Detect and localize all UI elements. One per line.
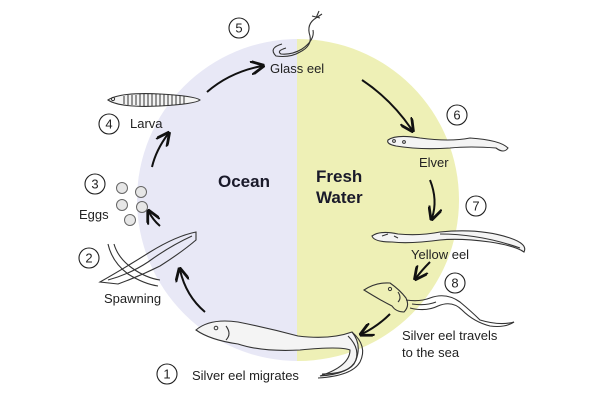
stage-1-badge [156, 363, 178, 385]
stage-3-badge [84, 173, 106, 195]
stage-7-number: 7 [472, 199, 479, 214]
stage-6-number: 6 [453, 108, 460, 123]
glass-eel-illustration [272, 10, 323, 58]
stage-8-badge [444, 272, 466, 294]
elver-illustration [387, 135, 509, 152]
arrow-silver-to-sea [362, 313, 391, 334]
stage-2-badge [78, 247, 100, 269]
stage-5-label: Glass eel [270, 61, 324, 76]
stage-1-number: 1 [163, 367, 170, 382]
stage-3-label: Eggs [79, 207, 109, 222]
stage-4-label: Larva [130, 116, 163, 131]
stage-7-label: Yellow eel [411, 247, 469, 262]
stage-8-number: 8 [451, 276, 458, 291]
stage-2-number: 2 [85, 251, 92, 266]
stage-2-label: Spawning [104, 291, 161, 306]
stage-7-badge [465, 195, 487, 217]
stage-4-badge [98, 113, 120, 135]
silver-eel-migrating-illustration [195, 320, 364, 379]
silver-eel-traveling-illustration [362, 282, 515, 328]
stage-5-number: 5 [235, 21, 242, 36]
stage-4-number: 4 [105, 117, 112, 132]
arrow-yellow-eel-to-silver [416, 261, 431, 278]
arrow-elver-to-yellow-eel [430, 179, 435, 218]
ocean-label: Ocean [218, 172, 270, 191]
stage-8-label-line2: to the sea [402, 345, 460, 360]
stage-3-number: 3 [91, 177, 98, 192]
arrow-glass-eel-to-elver [361, 79, 412, 130]
stage-6-label: Elver [419, 155, 449, 170]
larva-illustration [107, 93, 201, 107]
arrow-eggs-to-larva [151, 134, 168, 168]
arrow-spawn-to-eggs [149, 212, 161, 227]
spawning-eels-illustration [98, 231, 197, 287]
eggs-illustration [116, 182, 148, 226]
stage-1-label: Silver eel migrates [192, 368, 299, 383]
arrow-migrate-to-spawn [180, 270, 206, 313]
fresh-water-label-line1: Fresh [316, 167, 362, 186]
fresh-water-label-line2: Water [316, 188, 363, 207]
stage-6-badge [446, 104, 468, 126]
stage-5-badge [228, 17, 250, 39]
stage-8-label-line1: Silver eel travels [402, 328, 498, 343]
yellow-eel-illustration [371, 230, 526, 253]
arrow-larva-to-glass-eel [206, 66, 262, 93]
